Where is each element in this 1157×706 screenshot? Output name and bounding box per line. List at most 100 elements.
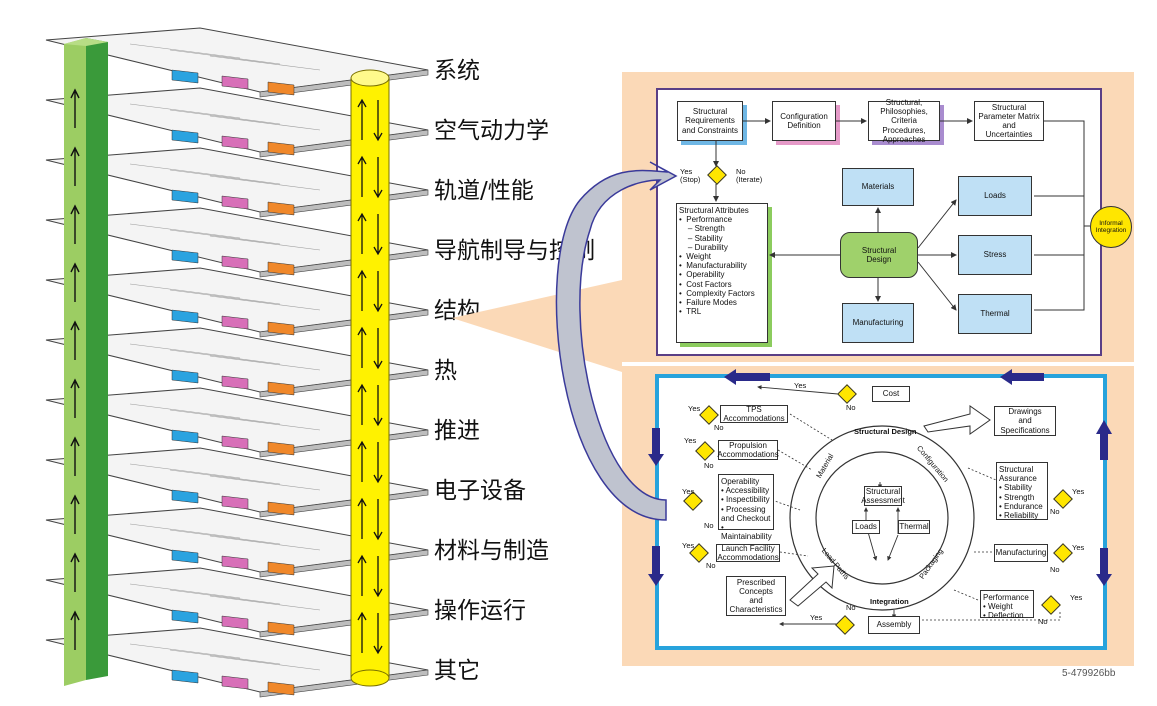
up-arrow-icon (357, 554, 367, 596)
layer-label: 材料与制造 (434, 538, 549, 564)
launch-facility-box: Launch Facility Accommodations (716, 543, 780, 562)
cost-box: Cost (872, 386, 910, 402)
yes-label-cost: Yes (794, 381, 807, 390)
up-arrow-icon (70, 146, 80, 186)
manufacturing-box: Manufacturing (842, 303, 914, 343)
no-iterate-label: No (Iterate) (736, 167, 763, 185)
structural-attribute-item: • Operability (679, 270, 725, 280)
up-arrow-icon (357, 383, 367, 425)
no-label-operability: No (704, 521, 714, 530)
no-label-manufacturing: No (1050, 565, 1060, 574)
materials-box: Materials (842, 168, 914, 206)
down-arrow-icon (373, 385, 383, 427)
up-arrow-icon (357, 212, 367, 254)
structural-attribute-item: • Manufacturability (679, 261, 747, 271)
no-label-assurance: No (1050, 507, 1060, 516)
thermal-box: Thermal (958, 294, 1032, 334)
configuration-definition-box: Configuration Definition (772, 101, 836, 141)
up-arrow-icon (70, 436, 80, 476)
structural-philosophies-box: Structural, Philosophies, Criteria Proce… (868, 98, 940, 144)
up-arrow-icon (357, 611, 367, 653)
down-arrow-icon (373, 499, 383, 541)
structural-requirements-box: Structural Requirements and Constraints (677, 101, 743, 141)
down-arrow-icon (373, 613, 383, 655)
yellow-integration-cylinder (350, 69, 390, 687)
structural-parameter-matrix-box: Structural Parameter Matrix and Uncertai… (974, 101, 1044, 141)
up-arrow-icon (357, 98, 367, 140)
structural-design-box: Structural Design (840, 232, 918, 278)
ring-structural-design-label: Structural Design (854, 427, 917, 436)
propulsion-accommodations-box: Propulsion Accommodations (717, 440, 779, 460)
yes-label-launch: Yes (682, 541, 695, 550)
prescribed-concepts-box: Prescribed Concepts and Characteristics (726, 576, 786, 616)
down-arrow-icon (373, 214, 383, 256)
up-arrow-icon (70, 204, 80, 244)
figure-caption: 5-479926bb (1062, 668, 1116, 679)
informal-integration-label: Informal Integration (1095, 219, 1127, 234)
yes-stop-label: Yes (Stop) (680, 167, 701, 185)
layer-label: 轨道/性能 (434, 178, 534, 204)
green-integration-column (64, 38, 108, 686)
up-arrow-icon (70, 320, 80, 360)
thermal-inner-box: Thermal (898, 520, 930, 534)
structural-attribute-item: – Stability (679, 233, 723, 243)
layer-label: 推进 (434, 418, 480, 444)
down-arrow-icon (373, 100, 383, 142)
structural-assessment-box: Structural Assessment (861, 486, 905, 506)
up-arrow-icon (357, 497, 367, 539)
down-arrow-icon (373, 271, 383, 313)
down-arrow-icon (373, 442, 383, 484)
no-label-assembly: No (846, 603, 856, 612)
up-arrow-icon (70, 378, 80, 418)
layer-label: 导航制导与控制 (434, 238, 595, 264)
big-flow-arrow (555, 161, 678, 521)
structural-attribute-item: • Cost Factors (679, 279, 732, 289)
manufacturing-bottom-box: Manufacturing (994, 544, 1048, 562)
up-arrow-icon (70, 552, 80, 592)
layer-label: 其它 (434, 658, 480, 684)
up-arrow-icon (357, 155, 367, 197)
layer-label: 系统 (434, 58, 480, 84)
up-arrow-icon (70, 494, 80, 534)
up-arrow-icon (70, 610, 80, 650)
up-arrow-icon (357, 269, 367, 311)
down-arrow-icon (373, 556, 383, 598)
structural-attributes-title: Structural Attributes (679, 206, 749, 215)
no-label-cost: No (846, 403, 856, 412)
ring-integration-label: Integration (870, 597, 909, 606)
up-arrow-icon (357, 440, 367, 482)
yes-label-assurance: Yes (1072, 487, 1085, 496)
layer-plate (45, 387, 429, 458)
yes-label-propulsion: Yes (684, 436, 697, 445)
layer-label: 热 (434, 358, 457, 384)
no-label-performance: No (1038, 617, 1048, 626)
structural-attribute-item: – Strength (679, 224, 725, 234)
loads-box: Loads (958, 176, 1032, 216)
structural-assurance-box: Structural Assurance • Stability • Stren… (996, 462, 1048, 520)
informal-integration-oval: Informal Integration (1090, 206, 1132, 248)
structural-attributes-box: Structural Attributes • Performance – St… (676, 203, 768, 343)
structural-attribute-item: • Complexity Factors (679, 288, 755, 298)
structural-attribute-item: • TRL (679, 307, 702, 317)
operability-box: Operability • Accessibility • Inspectibi… (718, 474, 774, 541)
yes-label-tps: Yes (688, 404, 701, 413)
yes-label-manufacturing: Yes (1072, 543, 1085, 552)
layer-label: 操作运行 (434, 598, 526, 624)
performance-box: Performance • Weight • Deflection (980, 590, 1034, 620)
structural-attribute-item: – Durability (679, 242, 728, 252)
up-arrow-icon (70, 262, 80, 302)
yes-label-operability: Yes (682, 487, 695, 496)
no-label-launch: No (706, 561, 716, 570)
yes-label-performance: Yes (1070, 593, 1083, 602)
up-arrow-icon (70, 88, 80, 128)
yes-label-assembly: Yes (810, 613, 823, 622)
structural-attribute-item: • Performance (679, 215, 733, 225)
drawings-specifications-box: Drawings and Specifications (994, 406, 1056, 436)
structural-attribute-item: • Failure Modes (679, 297, 737, 307)
up-arrow-icon (357, 326, 367, 368)
stress-box: Stress (958, 235, 1032, 275)
down-arrow-icon (373, 328, 383, 370)
